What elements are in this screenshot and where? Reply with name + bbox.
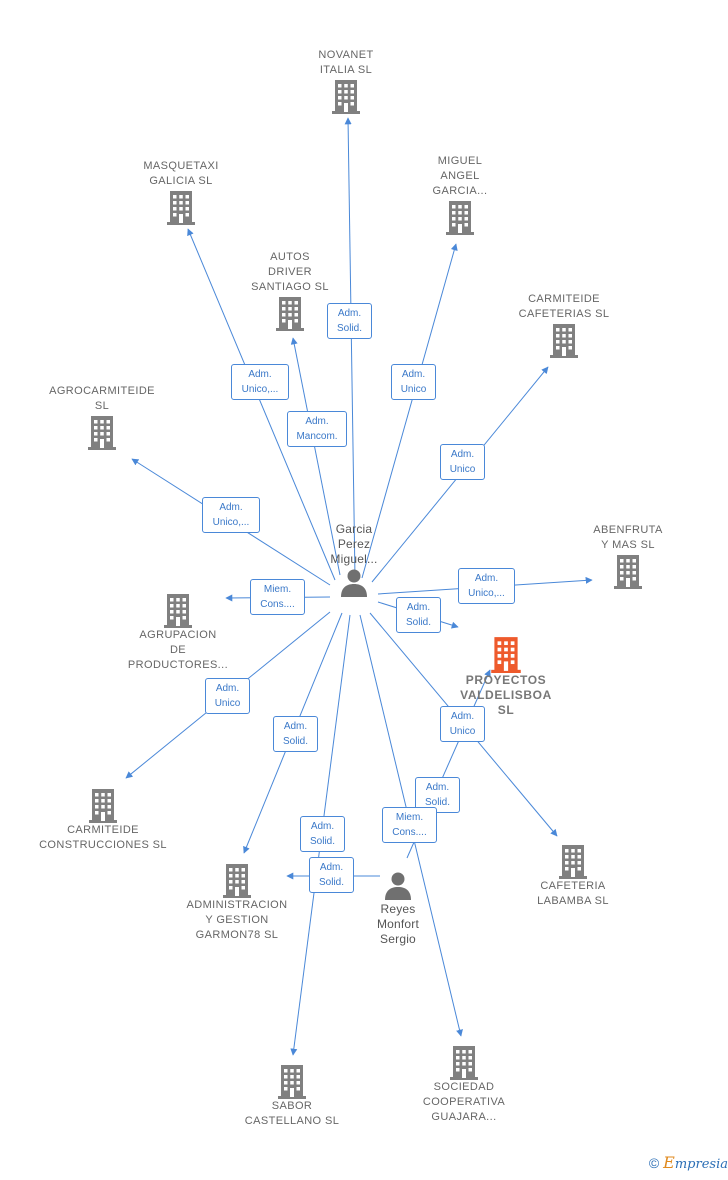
edge-label-autos-driver[interactable]: Adm. Mancom. (287, 411, 347, 447)
building-icon (558, 843, 588, 879)
building-icon (275, 295, 305, 331)
building-icon (449, 1044, 479, 1080)
node-label: CARMITEIDE CAFETERIAS SL (518, 293, 610, 320)
node-label: CAFETERIA LABAMBA SL (537, 880, 609, 907)
edge-label-proyectos[interactable]: Adm. Solid. (396, 597, 441, 633)
building-icon (549, 322, 579, 358)
node-label: PROYECTOS VALDELISBOA SL (460, 673, 552, 717)
building-icon (490, 635, 522, 673)
node-miguel-angel-garcia[interactable]: MIGUEL ANGEL GARCIA... (420, 154, 500, 235)
node-agrocarmiteide[interactable]: AGROCARMITEIDE SL (40, 384, 164, 450)
building-icon (163, 592, 193, 628)
node-administracion-gestion-garmon78[interactable]: ADMINISTRACION Y GESTION GARMON78 SL (178, 862, 296, 943)
edge-label-carmiteide-cafeterias[interactable]: Adm. Unico (440, 444, 485, 480)
node-label: Garcia Perez Miguel... (330, 522, 378, 566)
building-icon (331, 78, 361, 114)
node-label: MIGUEL ANGEL GARCIA... (432, 155, 488, 197)
node-carmiteide-cafeterias[interactable]: CARMITEIDE CAFETERIAS SL (506, 292, 622, 358)
node-autos-driver-santiago[interactable]: AUTOS DRIVER SANTIAGO SL (240, 250, 340, 331)
node-label: AGROCARMITEIDE SL (49, 385, 155, 412)
node-reyes-monfort-sergio[interactable]: Reyes Monfort Sergio (362, 870, 434, 947)
edge-label-miguel-angel[interactable]: Adm. Unico (391, 364, 436, 400)
node-garcia-perez-miguel[interactable]: Garcia Perez Miguel... (318, 522, 390, 599)
node-label: CARMITEIDE CONSTRUCCIONES SL (39, 824, 167, 851)
edge-label-administracion-gp[interactable]: Adm. Solid. (273, 716, 318, 752)
edge-label-novanet[interactable]: Adm. Solid. (327, 303, 372, 339)
edge-label-carmiteide-construcciones[interactable]: Adm. Unico (205, 678, 250, 714)
node-label: AGRUPACION DE PRODUCTORES... (127, 629, 229, 671)
node-carmiteide-construcciones[interactable]: CARMITEIDE CONSTRUCCIONES SL (32, 787, 174, 853)
building-icon (166, 189, 196, 225)
node-abenfruta-y-mas[interactable]: ABENFRUTA Y MAS SL (584, 523, 672, 589)
edge-label-sabor[interactable]: Adm. Solid. (300, 816, 345, 852)
node-cafeteria-labamba[interactable]: CAFETERIA LABAMBA SL (526, 843, 620, 909)
node-label: SOCIEDAD COOPERATIVA GUAJARA... (422, 1081, 506, 1123)
edge-label-masquetaxi[interactable]: Adm. Unico,... (231, 364, 289, 400)
node-label: NOVANET ITALIA SL (318, 49, 374, 76)
edge-label-agrocarmiteide[interactable]: Adm. Unico,... (202, 497, 260, 533)
copyright-icon: © (648, 1154, 660, 1171)
building-icon (613, 553, 643, 589)
edge-label-abenfruta[interactable]: Adm. Unico,... (458, 568, 515, 604)
node-label: ABENFRUTA Y MAS SL (593, 524, 663, 551)
edge-miguel-angel (361, 243, 458, 579)
edge-label-administracion-reyes[interactable]: Adm. Solid. (309, 857, 354, 893)
node-agrupacion-productores[interactable]: AGRUPACION DE PRODUCTORES... (120, 592, 236, 673)
building-icon (222, 862, 252, 898)
node-masquetaxi-galicia[interactable]: MASQUETAXI GALICIA SL (131, 159, 231, 225)
node-label: MASQUETAXI GALICIA SL (143, 160, 219, 187)
node-label: AUTOS DRIVER SANTIAGO SL (251, 251, 329, 293)
person-icon (338, 567, 370, 599)
brand-logo: Empresia (663, 1153, 728, 1172)
person-icon (382, 870, 414, 902)
node-label: SABOR CASTELLANO SL (244, 1100, 340, 1127)
building-icon (87, 414, 117, 450)
node-proyectos-valdelisboa[interactable]: PROYECTOS VALDELISBOA SL (450, 635, 562, 718)
edge-masquetaxi (187, 228, 336, 581)
building-icon (277, 1063, 307, 1099)
edge-novanet (344, 117, 356, 579)
building-icon (88, 787, 118, 823)
node-sociedad-cooperativa-guajara[interactable]: SOCIEDAD COOPERATIVA GUAJARA... (414, 1044, 514, 1125)
building-icon (445, 199, 475, 235)
footer-brand: © Empresia (649, 1153, 728, 1172)
edge-label-sociedad[interactable]: Miem. Cons.... (382, 807, 437, 843)
node-label: Reyes Monfort Sergio (376, 902, 420, 946)
edge-label-agrupacion[interactable]: Miem. Cons.... (250, 579, 305, 615)
edge-label-cafeteria-labamba[interactable]: Adm. Unico (440, 706, 485, 742)
node-novanet-italia[interactable]: NOVANET ITALIA SL (306, 48, 386, 114)
edge-autos-driver (290, 337, 341, 576)
node-label: ADMINISTRACION Y GESTION GARMON78 SL (186, 899, 288, 941)
node-sabor-castellano[interactable]: SABOR CASTELLANO SL (238, 1063, 346, 1129)
